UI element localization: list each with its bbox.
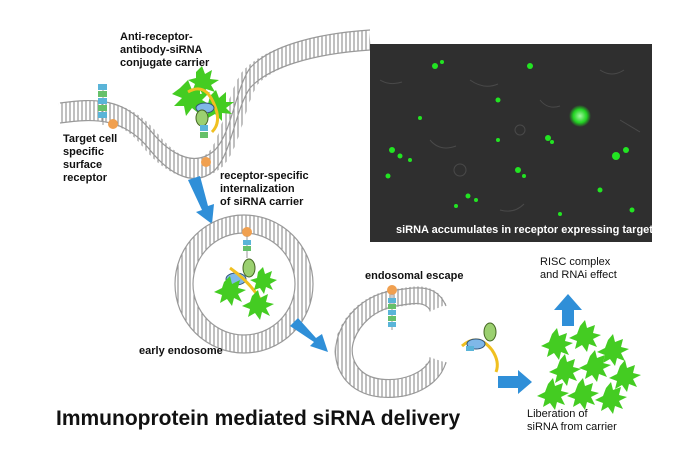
flow-arrow-1 — [188, 176, 214, 224]
free-sirna-cluster — [537, 320, 641, 414]
fluorescence-micrograph — [370, 44, 652, 242]
diagram-title: Immunoprotein mediated siRNA delivery — [56, 407, 461, 430]
flow-arrow-4 — [554, 294, 582, 326]
receptor-head-icon — [201, 157, 211, 167]
antibody-sirna-carrier-icon — [172, 66, 234, 138]
risc-label: RISC complex and RNAi effect — [540, 256, 617, 281]
flow-arrow-3 — [498, 370, 532, 394]
surface-receptor — [98, 84, 118, 129]
flow-arrow-2 — [290, 318, 328, 352]
micrograph-caption: siRNA accumulates in receptor expressing… — [396, 224, 681, 236]
liberation-label: Liberation of siRNA from carrier — [527, 408, 617, 433]
early-endosome-vesicle — [174, 214, 314, 354]
internalization-label: receptor-specific internalization of siR… — [220, 170, 309, 208]
escaping-endosome-vesicle — [334, 285, 447, 398]
early-endosome-label: early endosome — [139, 345, 223, 357]
plasma-membrane — [58, 29, 371, 179]
released-antibody-icon — [461, 322, 499, 373]
carrier-label: Anti-receptor- antibody-siRNA conjugate … — [120, 31, 210, 69]
endosomal-escape-label: endosomal escape — [365, 270, 464, 282]
target-receptor-label: Target cell specific surface receptor — [63, 133, 118, 184]
